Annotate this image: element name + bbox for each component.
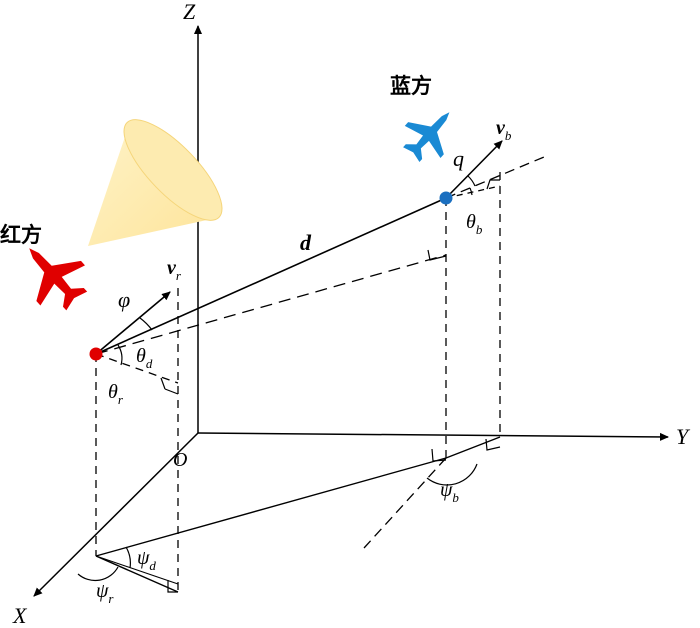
blue-velocity-label: vb (496, 117, 512, 143)
psi-d-arc (125, 546, 131, 569)
x-axis (33, 432, 199, 597)
blue-jet-icon (403, 112, 450, 162)
ground-red-right-angle (167, 580, 178, 593)
y-axis (197, 432, 669, 441)
seeker-cone-icon (88, 119, 223, 246)
red-velocity-label: vr (167, 257, 182, 283)
theta-r-main: θ (108, 381, 118, 403)
blue-aircraft-point (439, 191, 453, 205)
theta-d-arc (117, 344, 123, 366)
ground-blue-reference (363, 457, 447, 549)
psi-d-sub: d (149, 558, 156, 573)
psi-b-label: ψb (440, 479, 459, 505)
z-axis-label: Z (183, 0, 196, 24)
phi-arc (139, 317, 153, 331)
theta-b-main: θ (466, 211, 476, 233)
blue-side-label: 蓝方 (390, 74, 432, 98)
los-right-angle-marker (427, 249, 447, 261)
ground-red-reference (95, 555, 179, 585)
blue-horizontal-reference (445, 156, 545, 199)
phi-label: φ (118, 287, 130, 312)
ground-blue-right-angle-1 (431, 448, 447, 462)
ground-blue-right-angle-2 (485, 438, 501, 451)
theta-r-label: θr (108, 381, 124, 407)
horizontal-los-projection (95, 254, 447, 355)
theta-b-label: θb (466, 211, 483, 237)
ground-red-velocity (95, 555, 179, 593)
psi-b-main: ψ (440, 479, 453, 501)
blue-velocity-main: v (496, 117, 506, 139)
psi-b-sub: b (452, 490, 459, 505)
red-velocity-sub: r (176, 268, 182, 283)
red-side-label: 红方 (0, 223, 42, 247)
x-axis-label: X (12, 603, 28, 628)
y-axis-label: Y (676, 424, 691, 449)
theta-d-main: θ (136, 345, 146, 367)
theta-r-sub: r (118, 392, 124, 407)
q-label: q (453, 146, 464, 171)
ground-blue-velocity (445, 436, 501, 459)
theta-d-label: θd (136, 345, 153, 371)
red-horizontal-reference (95, 353, 179, 384)
red-velocity-main: v (167, 257, 177, 279)
theta-b-arc (469, 187, 473, 196)
line-of-sight (95, 197, 447, 355)
red-velocity-vector (95, 291, 171, 355)
theta-b-sub: b (476, 222, 483, 237)
theta-d-sub: d (146, 356, 153, 371)
origin-label: O (173, 449, 187, 471)
blue-velocity-sub: b (505, 128, 512, 143)
red-jet-icon (29, 248, 88, 311)
psi-d-label: ψd (137, 547, 156, 573)
blue-right-angle-marker (486, 179, 500, 190)
ground-red-to-blue (95, 457, 447, 557)
psi-r-arc (77, 566, 119, 582)
psi-b-arc (426, 463, 478, 486)
blue-velocity-vector (445, 140, 503, 199)
distance-label: d (300, 230, 312, 255)
psi-r-label: ψr (96, 580, 114, 606)
q-arc (467, 175, 476, 187)
psi-r-sub: r (108, 591, 114, 606)
red-right-angle-marker-2 (164, 388, 179, 395)
psi-r-main: ψ (96, 580, 109, 602)
psi-d-main: ψ (137, 547, 150, 569)
blue-velocity-horizontal (445, 185, 501, 199)
red-right-angle-marker (160, 377, 166, 390)
red-aircraft-point (89, 347, 103, 361)
